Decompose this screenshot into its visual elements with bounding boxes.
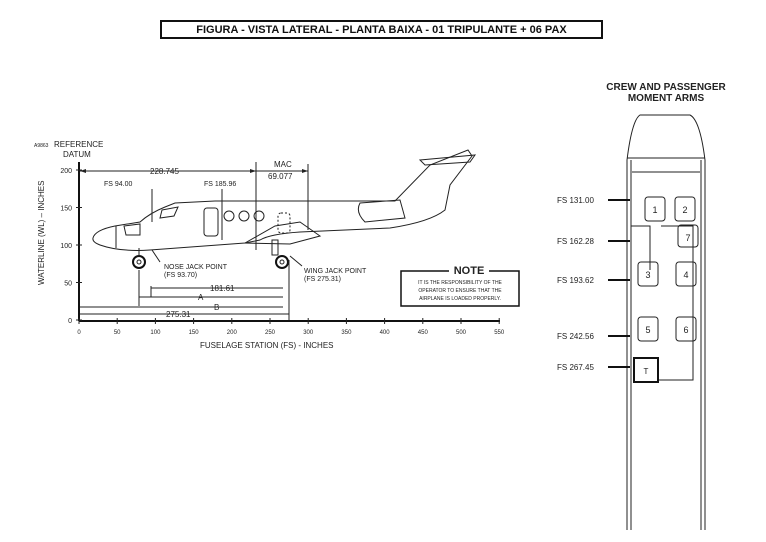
dim-b: B bbox=[214, 303, 219, 312]
seat-label: 1 bbox=[652, 205, 657, 215]
plan-title-1: CREW AND PASSENGER bbox=[606, 82, 726, 93]
plan-title-2: MOMENT ARMS bbox=[628, 93, 705, 104]
seat-4 bbox=[675, 261, 697, 287]
y-tick-label: 200 bbox=[60, 168, 72, 175]
fs-185-label: FS 185.96 bbox=[204, 181, 236, 188]
x-axis-label: FUSELAGE STATION (FS) - INCHES bbox=[200, 341, 334, 350]
reference-label: REFERENCE bbox=[54, 140, 103, 149]
seat-3 bbox=[637, 261, 659, 287]
station-label: FS 131.00 bbox=[557, 196, 594, 205]
x-tick-label: 250 bbox=[265, 330, 276, 336]
mac-label: MAC bbox=[274, 160, 292, 169]
station-label: FS 242.56 bbox=[557, 332, 594, 341]
y-tick-label: 150 bbox=[60, 206, 72, 213]
seat-5 bbox=[637, 316, 659, 342]
note-heading: NOTE bbox=[454, 265, 485, 277]
dim-181: 181.61 bbox=[210, 284, 235, 293]
station-label: FS 162.28 bbox=[557, 237, 594, 246]
y-tick-label: 100 bbox=[60, 243, 72, 250]
seats: 1 2 3 4 5 6 7T bbox=[633, 196, 699, 383]
x-tick-label: 400 bbox=[380, 330, 391, 336]
x-tick-label: 300 bbox=[303, 330, 314, 336]
figure-code: A9863 bbox=[34, 143, 49, 149]
dim-228: 228.745 bbox=[150, 167, 179, 176]
x-tick-label: 450 bbox=[418, 330, 429, 336]
x-tick-label: 550 bbox=[494, 330, 505, 336]
seat-label: T bbox=[644, 367, 649, 376]
x-tick-label: 500 bbox=[456, 330, 467, 336]
note-line-1: IT IS THE RESPONSIBILITY OF THE bbox=[418, 280, 502, 286]
dimension-lines: 228.745 MAC 69.077 FS 94.00 FS 185.96 NO… bbox=[80, 160, 367, 320]
horizontal-stabilizer bbox=[418, 154, 477, 166]
seat-1 bbox=[644, 196, 666, 222]
dim-a: A bbox=[198, 293, 204, 302]
station-label: FS 193.62 bbox=[557, 276, 594, 285]
y-axis-label: WATERLINE (WL) – INCHES bbox=[37, 181, 46, 285]
seat-label: 5 bbox=[645, 325, 650, 335]
mac-value: 69.077 bbox=[268, 172, 293, 181]
seat-label: 4 bbox=[683, 270, 688, 280]
nose-jack-fs: (FS 93.70) bbox=[164, 272, 197, 279]
y-tick-label: 0 bbox=[68, 318, 72, 325]
note-line-2: OPERATOR TO ENSURE THAT THE bbox=[418, 288, 502, 294]
x-tick-label: 200 bbox=[227, 330, 238, 336]
seat-label: 7 bbox=[685, 233, 690, 243]
y-tick-label: 50 bbox=[64, 281, 72, 288]
wing bbox=[243, 221, 322, 245]
nose-wheel bbox=[132, 255, 146, 269]
figure-title: FIGURA - VISTA LATERAL - PLANTA BAIXA - … bbox=[160, 20, 603, 39]
side-view: A9863 REFERENCE DATUM WATERLINE (WL) – I… bbox=[34, 140, 505, 350]
x-ticks: 0 50 100 150 200 250 300 350 400 450 500 550 bbox=[77, 318, 505, 336]
fs-94-label: FS 94.00 bbox=[104, 181, 133, 188]
engine-nacelle bbox=[357, 199, 406, 223]
note-line-3: AIRPLANE IS LOADED PROPERLY. bbox=[419, 296, 501, 302]
seat-6 bbox=[675, 316, 697, 342]
wing-jack-fs: (FS 275.31) bbox=[304, 276, 341, 283]
door bbox=[203, 207, 219, 237]
station-labels: FS 131.00 FS 162.28 FS 193.62 FS 242.56 FS 2… bbox=[557, 196, 630, 372]
x-tick-label: 100 bbox=[150, 330, 161, 336]
seat-label: 3 bbox=[645, 270, 650, 280]
x-tick-label: 150 bbox=[189, 330, 200, 336]
x-tick-label: 0 bbox=[77, 330, 81, 336]
toilet bbox=[633, 357, 659, 383]
wing-jack-label: WING JACK POINT bbox=[304, 268, 367, 275]
fuselage-outline bbox=[626, 114, 706, 530]
seat-label: 2 bbox=[682, 205, 687, 215]
dim-275: 275.31 bbox=[166, 310, 191, 319]
seat-7 bbox=[677, 224, 699, 248]
seat-2 bbox=[674, 196, 696, 222]
airplane-side-outline bbox=[92, 149, 477, 269]
station-label: FS 267.45 bbox=[557, 363, 594, 372]
datum-label: DATUM bbox=[63, 150, 91, 159]
nose-jack-label: NOSE JACK POINT bbox=[164, 264, 228, 271]
x-tick-label: 350 bbox=[341, 330, 352, 336]
seat-label: 6 bbox=[683, 325, 688, 335]
note-box: NOTE IT IS THE RESPONSIBILITY OF THE OPE… bbox=[400, 264, 520, 307]
main-wheel bbox=[275, 255, 289, 269]
x-tick-label: 50 bbox=[114, 330, 121, 336]
